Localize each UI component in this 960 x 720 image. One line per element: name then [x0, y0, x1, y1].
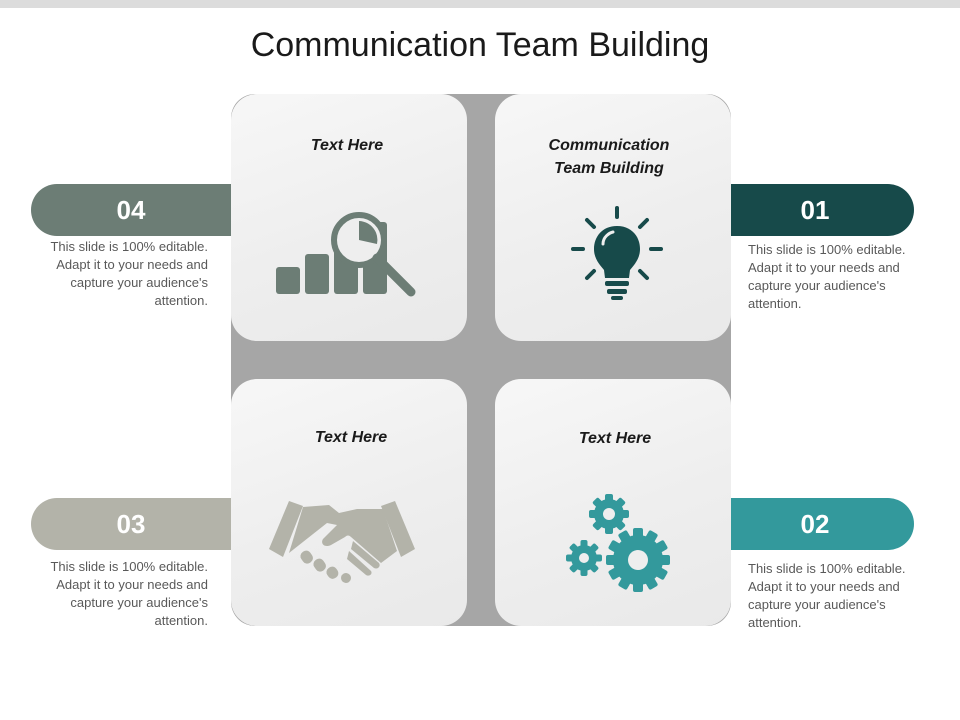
tile-top-right-label-line1: Communication: [548, 137, 670, 154]
step-02-description: This slide is 100% editable. Adapt it to…: [748, 561, 906, 630]
gears-icon: [566, 494, 670, 592]
step-03-pill: 03: [31, 498, 261, 550]
top-accent-bar: [0, 0, 960, 8]
slide-title: Communication Team Building: [250, 26, 710, 64]
step-03-number: 03: [116, 508, 146, 539]
tile-bottom-right: Text Here: [495, 379, 731, 626]
tile-top-right: Communication Team Building: [495, 94, 731, 341]
tile-top-right-label-line2: Team Building: [554, 160, 664, 177]
step-04-pill: 04: [31, 184, 261, 236]
step-03-description: This slide is 100% editable. Adapt it to…: [50, 559, 208, 628]
tile-top-left-label: Text Here: [310, 137, 384, 154]
lightbulb-icon: [571, 206, 663, 300]
step-04-description: This slide is 100% editable. Adapt it to…: [50, 239, 208, 308]
tile-bottom-right-label: Text Here: [578, 430, 652, 447]
handshake-icon: [269, 501, 415, 583]
tile-bottom-left: Text Here: [231, 379, 467, 626]
step-01-pill: 01: [700, 184, 914, 236]
tile-top-left: Text Here: [231, 94, 467, 341]
step-02-number: 02: [800, 508, 830, 539]
step-04-number: 04: [116, 194, 146, 225]
tile-top-right-label: Communication Team Building: [491, 134, 727, 180]
step-01-number: 01: [800, 194, 830, 225]
step-01-description: This slide is 100% editable. Adapt it to…: [748, 242, 906, 311]
step-02-pill: 02: [700, 498, 914, 550]
tile-bottom-left-label: Text Here: [314, 429, 388, 446]
bar-chart-magnifier-icon: [276, 212, 416, 297]
